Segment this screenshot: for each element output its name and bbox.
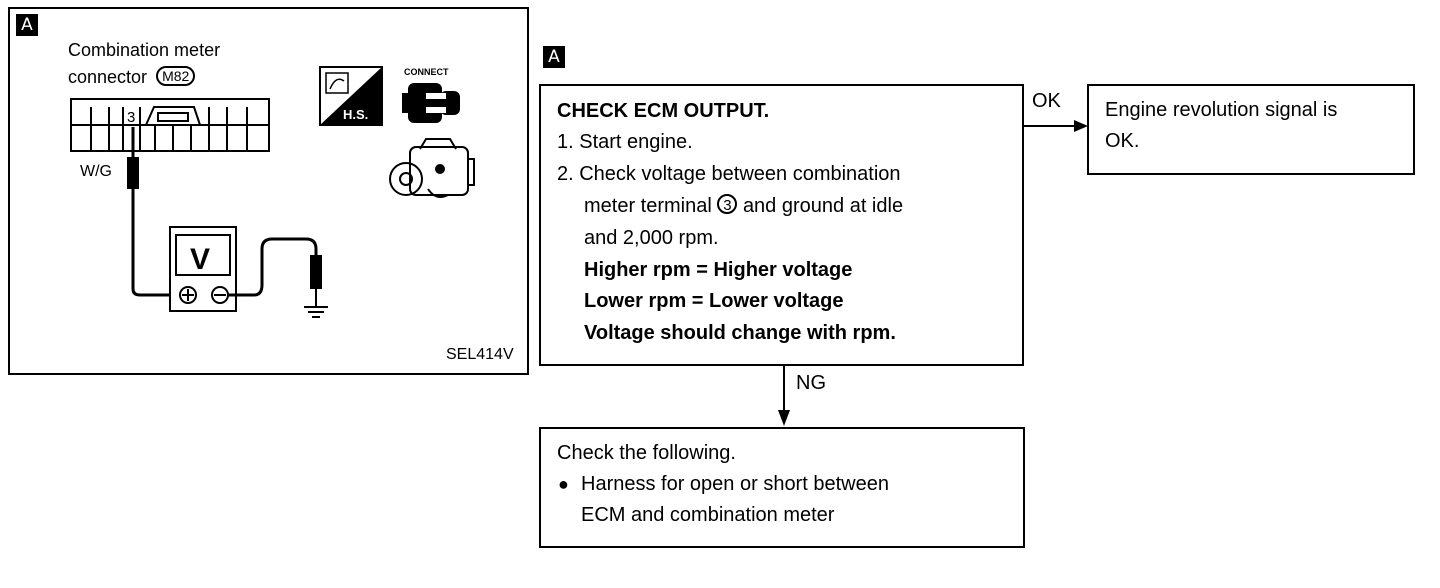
wire-color-label: W/G [80, 163, 112, 180]
harness-sensor-icon: H.S. [319, 66, 383, 126]
figure-code: SEL414V [446, 346, 514, 363]
terminal-number: 3 [127, 109, 135, 126]
connector-word: connector [68, 67, 148, 87]
check-ecm-output-box [539, 84, 1024, 366]
connect-icon: CONNECT [402, 67, 460, 123]
ng-check-box [539, 427, 1025, 548]
check-step-1: 1. Start engine. [557, 131, 693, 153]
ng-check-line-2: Harness for open or short between [581, 473, 889, 495]
ng-check-line-1: Check the following. [557, 442, 736, 464]
step-2-post: and ground at idle [742, 195, 904, 217]
step-2-pre: meter terminal [584, 195, 712, 217]
check-step-2-line-2: meter terminal 3 and ground at idle [584, 191, 903, 222]
ok-result-line-2: OK. [1105, 130, 1140, 152]
connector-title: Combination meter [68, 40, 221, 60]
ng-check-line-3: ECM and combination meter [581, 504, 835, 526]
multimeter-icon: V [169, 226, 237, 312]
check-title: CHECK ECM OUTPUT. [557, 100, 770, 122]
criteria-change: Voltage should change with rpm. [584, 322, 896, 344]
connector-drawing [70, 98, 270, 152]
ng-bullet: ● [558, 474, 569, 494]
probe-tip [127, 157, 139, 189]
figure-frame: A Combination meter connector M82 W/G SE… [8, 7, 529, 375]
engine-icon [389, 138, 475, 198]
ok-label: OK [1032, 90, 1061, 112]
ng-label: NG [796, 372, 826, 394]
wiring-diagram: 3 V [70, 66, 475, 318]
check-step-2-line-1: 2. Check voltage between combination [557, 163, 901, 185]
connector-label-line: connector M82 [68, 64, 196, 90]
svg-text:V: V [190, 243, 210, 276]
svg-text:H.S.: H.S. [343, 107, 368, 122]
ok-result-box [1087, 84, 1415, 175]
criteria-lower: Lower rpm = Lower voltage [584, 290, 844, 312]
probe-lead [131, 127, 180, 297]
ground-probe [310, 255, 322, 289]
svg-text:CONNECT: CONNECT [404, 67, 449, 77]
ground-icon [304, 289, 328, 318]
connector-id-badge: M82 [156, 66, 196, 86]
ok-arrow [1024, 120, 1088, 132]
flow-tag: A [543, 46, 565, 68]
figure-tag: A [16, 14, 38, 36]
check-step-2-line-3: and 2,000 rpm. [584, 227, 719, 249]
ng-arrow [778, 366, 790, 426]
terminal-circle-badge: 3 [717, 194, 738, 214]
ok-result-line-1: Engine revolution signal is [1105, 99, 1338, 121]
criteria-higher: Higher rpm = Higher voltage [584, 259, 853, 281]
ground-lead [228, 237, 318, 297]
